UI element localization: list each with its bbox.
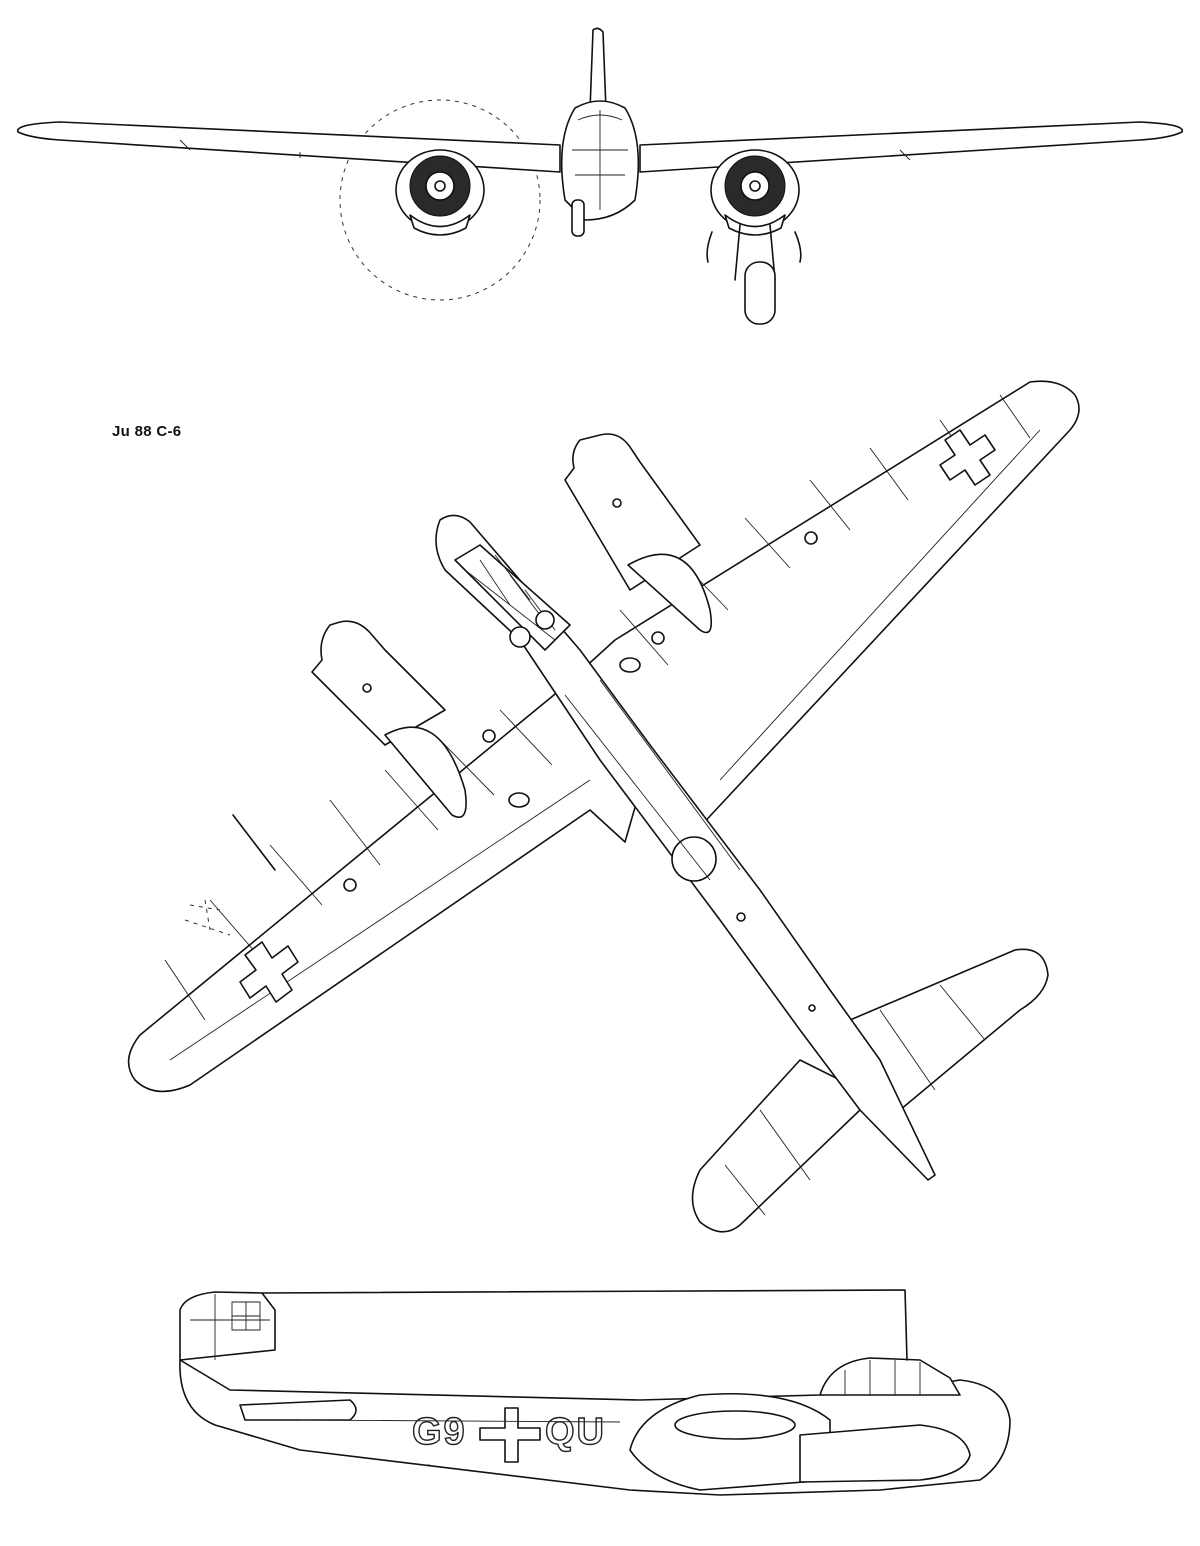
plan-tail-panel-lines [724,984,986,1216]
front-landing-gear [706,224,802,325]
plan-right-wing-cross [939,429,996,486]
front-left-wing [16,121,561,173]
plan-canopy [454,544,571,651]
plan-wing-panel-lines [164,394,1041,1061]
side-code-left: G9 [412,1411,467,1453]
front-gun-housing [571,199,585,237]
side-engine-nacelle [799,1424,971,1483]
plan-right-engine [564,433,713,634]
plan-view [127,380,1080,1233]
side-canopy [819,1357,961,1396]
side-tail-marking [231,1301,261,1331]
side-fuselage-cross [479,1407,541,1463]
front-right-engine [710,149,800,236]
side-fin [179,1291,276,1361]
propeller-disc [339,99,541,301]
plan-left-wing-cross [239,941,299,1003]
front-fin [589,27,607,111]
side-code-right: QU [545,1411,606,1453]
drawing-title: Ju 88 C-6 [112,423,182,440]
front-view [16,27,1184,325]
side-view: G9 QU [179,1289,1011,1496]
front-left-engine [395,149,485,236]
plan-left-engine [311,620,467,818]
